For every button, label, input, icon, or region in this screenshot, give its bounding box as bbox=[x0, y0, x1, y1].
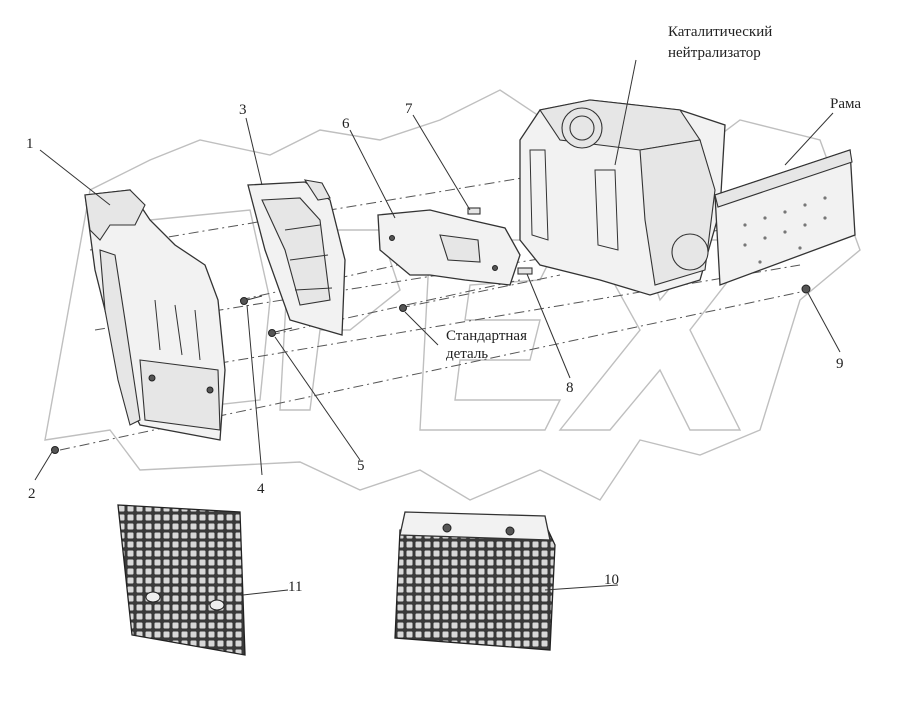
callout-8: 8 bbox=[566, 380, 574, 396]
standard-part-label-line1: Стандартная bbox=[446, 328, 527, 344]
callout-7: 7 bbox=[405, 101, 413, 117]
part-3-frame-bracket bbox=[247, 179, 346, 336]
part-6-converter-bracket bbox=[377, 209, 521, 286]
catalytic-converter-label-line1: Каталитический bbox=[668, 24, 772, 40]
part-9-nut bbox=[801, 284, 811, 294]
part-10-mudflap bbox=[394, 511, 556, 651]
watermark-letter-e bbox=[419, 239, 562, 431]
part-11-mudflap bbox=[117, 504, 246, 656]
callout-3: 3 bbox=[239, 102, 247, 118]
callout-5: 5 bbox=[357, 458, 365, 474]
watermark-letter-x bbox=[558, 239, 762, 431]
standard-part-label-line2: деталь bbox=[446, 346, 488, 362]
callout-2: 2 bbox=[28, 486, 36, 502]
callout-6: 6 bbox=[342, 116, 350, 132]
bolts-4-5 bbox=[240, 295, 293, 337]
frame-rail bbox=[714, 149, 856, 286]
callout-9: 9 bbox=[836, 356, 844, 372]
callout-4: 4 bbox=[257, 481, 265, 497]
leader-lines bbox=[34, 59, 841, 596]
catalytic-converter-label-line2: нейтрализатор bbox=[668, 45, 761, 61]
frame-label: Рама bbox=[830, 96, 861, 112]
callouts: Каталитический нейтрализатор Рама Станда… bbox=[26, 24, 861, 595]
callout-11: 11 bbox=[288, 579, 302, 595]
catalytic-converter bbox=[519, 99, 726, 296]
callout-1: 1 bbox=[26, 136, 34, 152]
bolts-7-8 bbox=[399, 207, 533, 312]
callout-10: 10 bbox=[604, 572, 619, 588]
part-2-washer bbox=[51, 446, 59, 454]
part-1-mudguard-bracket bbox=[84, 189, 226, 441]
